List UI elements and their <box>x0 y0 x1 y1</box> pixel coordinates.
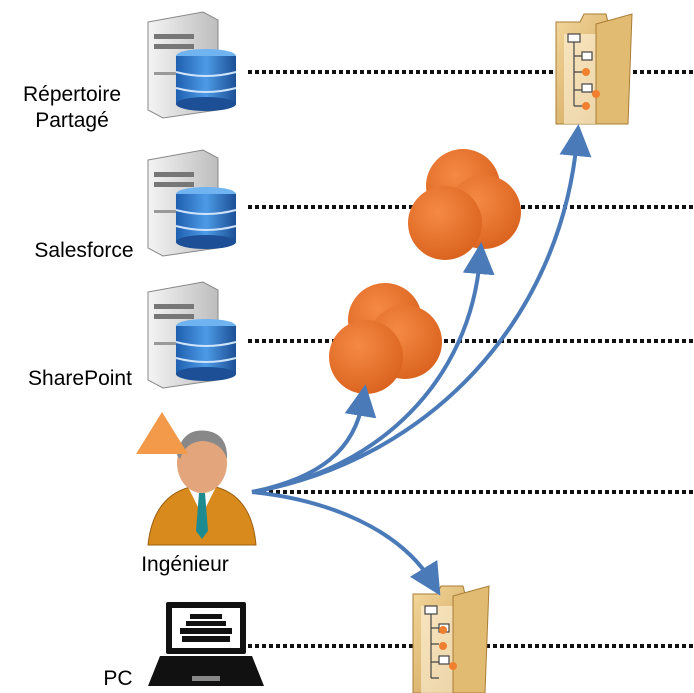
laptop-icon <box>148 602 264 686</box>
folder-tree-icon <box>555 13 633 125</box>
orange-circle-cluster-icon <box>329 283 442 394</box>
orange-circle-cluster-icon <box>408 149 521 260</box>
label-pc: PC <box>103 667 133 690</box>
warning-triangle-icon <box>136 412 188 454</box>
label-shared-directory: Répertoire Partagé <box>6 82 138 134</box>
label-salesforce: Salesforce <box>34 239 134 262</box>
label-shared-directory-line2: Partagé <box>35 109 109 132</box>
server-database-icon <box>147 281 237 389</box>
arrow-to-pc-folder <box>251 490 441 596</box>
label-shared-directory-line1: Répertoire <box>22 83 122 106</box>
arrows <box>251 124 592 596</box>
server-database-icon <box>147 149 237 257</box>
label-sharepoint: SharePoint <box>28 367 132 390</box>
engineer-user-icon <box>147 430 257 546</box>
label-engineer: Ingénieur <box>141 553 229 576</box>
folder-tree-icon <box>412 585 490 693</box>
server-database-icon <box>147 11 237 119</box>
arrow-to-shared-folder <box>251 124 592 494</box>
